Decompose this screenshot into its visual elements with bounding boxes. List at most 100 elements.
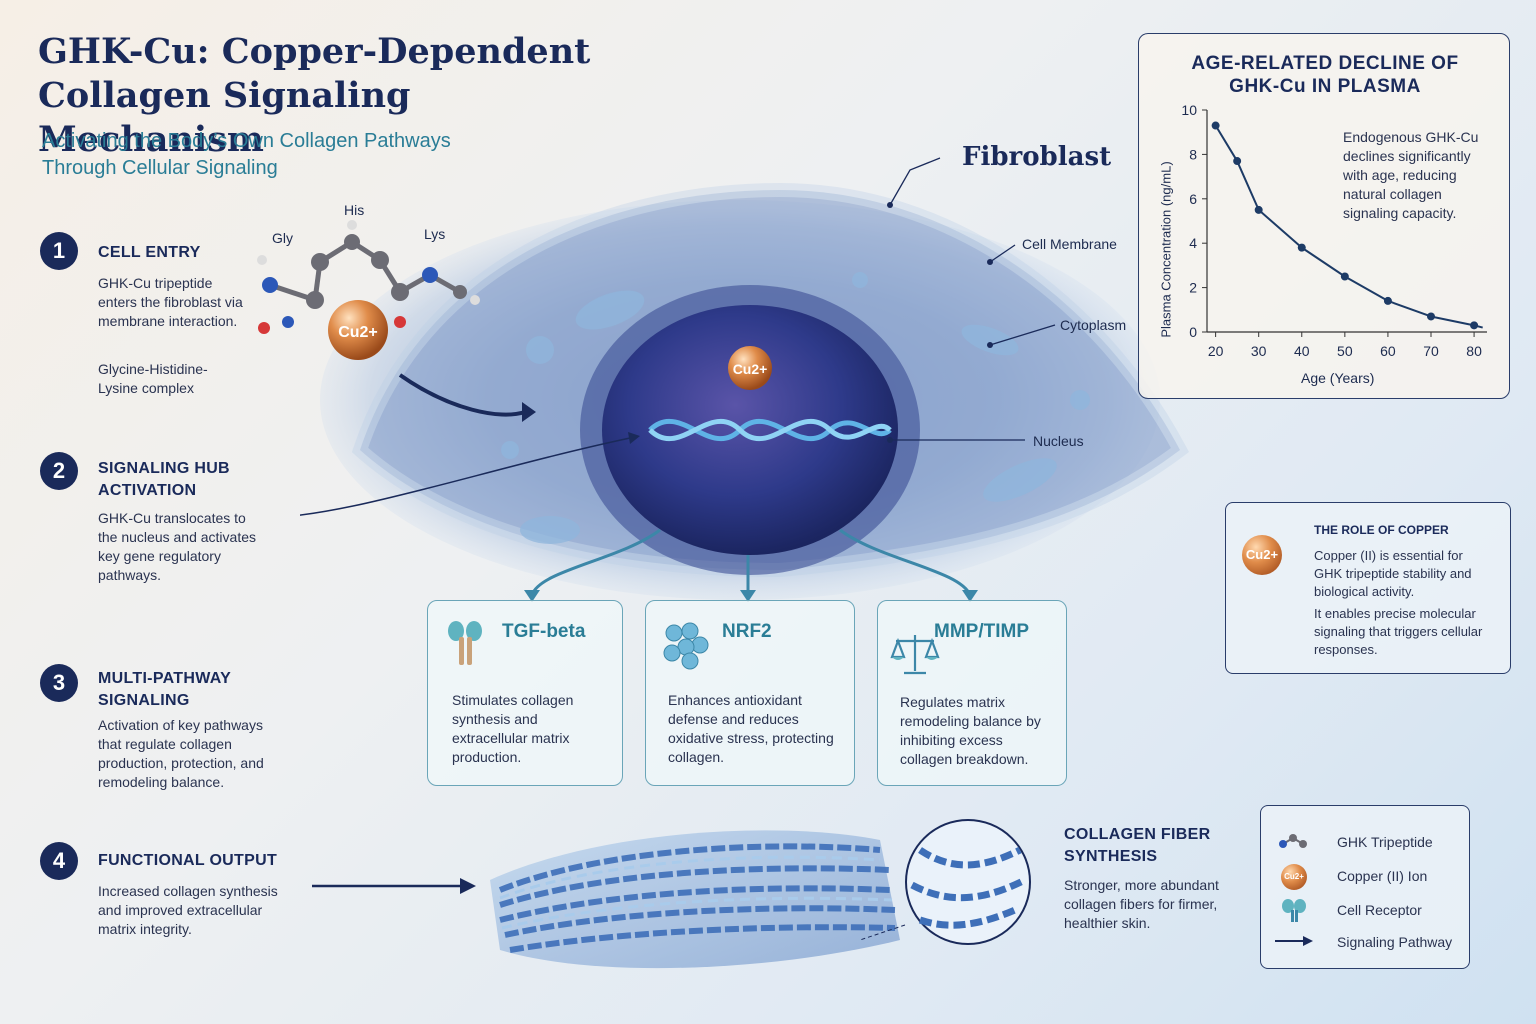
- his-label: His: [344, 202, 365, 218]
- vesicle: [1070, 390, 1090, 410]
- x-tick-label: 60: [1380, 343, 1396, 359]
- organelles: [501, 272, 1090, 544]
- legend-copper-ion: Copper (II) Ion: [1337, 868, 1428, 884]
- lys-label: Lys: [424, 226, 446, 242]
- mmp-timp-title: MMP/TIMP: [934, 621, 1029, 642]
- mitochondrion: [961, 324, 1019, 356]
- vesicle: [852, 272, 868, 288]
- x-tick-label: 70: [1423, 343, 1439, 359]
- receptor-icon: [1282, 899, 1306, 922]
- nucleus-label: Nucleus: [1033, 433, 1084, 449]
- step-2-badge: 2: [40, 452, 78, 490]
- ghk-cu-molecule: Cu2+: [257, 220, 480, 360]
- vesicle: [501, 441, 519, 459]
- legend-tripeptide: GHK Tripeptide: [1337, 834, 1433, 850]
- mitochondrion: [983, 458, 1057, 502]
- data-point: [1233, 157, 1242, 166]
- fibroblast-label: Fibroblast: [962, 142, 1112, 172]
- step2-pointer-arrow: [300, 437, 631, 516]
- x-tick-label: 50: [1337, 343, 1353, 359]
- legend-panel: GHK Tripeptide Cu2+ Copper (II) Ion Cell…: [1260, 805, 1470, 969]
- arrowheads: [524, 590, 978, 602]
- carbon-atom: [453, 285, 467, 299]
- nitrogen-atom: [262, 277, 278, 293]
- x-tick-label: 80: [1466, 343, 1482, 359]
- y-tick-label: 4: [1189, 235, 1197, 251]
- collagen-fiber-illustration: [490, 819, 1031, 969]
- mmp-timp-body: Regulates matrix remodeling balance by i…: [900, 694, 1041, 767]
- output-arrow: [312, 878, 476, 894]
- y-tick-label: 10: [1181, 102, 1197, 118]
- nitrogen-atom: [282, 316, 294, 328]
- molecule-ion-label: Cu2+: [338, 324, 378, 341]
- vesicle: [526, 336, 554, 364]
- legend-signaling-pathway: Signaling Pathway: [1337, 934, 1453, 950]
- receptor-icon: [448, 621, 482, 665]
- data-point: [1340, 272, 1349, 281]
- collagen-synthesis-body: Stronger, more abundant collagen fibers …: [1064, 877, 1219, 931]
- oxygen-atom: [394, 316, 406, 328]
- chart-annotation: Endogenous GHK-Cu declines significantly…: [1343, 129, 1479, 221]
- collagen-synthesis-title: COLLAGEN FIBER SYNTHESIS: [1064, 826, 1211, 865]
- cell-membrane-label: Cell Membrane: [1022, 236, 1117, 252]
- pathway-box-tgf-beta: TGF-beta Stimulates collagen synthesis a…: [427, 600, 623, 786]
- molecule-cluster-icon: [663, 622, 709, 670]
- copper-ion-icon: Cu2+: [1242, 535, 1282, 575]
- x-tick-label: 40: [1294, 343, 1310, 359]
- step-1-badge: 1: [40, 232, 78, 270]
- legend-cell-receptor: Cell Receptor: [1337, 902, 1422, 918]
- pathway-box-mmp-timp: MMP/TIMP Regulates matrix remodeling bal…: [877, 600, 1067, 786]
- step-3-body: Activation of key pathways that regulate…: [98, 717, 264, 790]
- hydrogen-atom: [347, 220, 357, 230]
- x-tick-label: 30: [1251, 343, 1267, 359]
- arrow-to-mmp: [839, 528, 972, 596]
- y-tick-label: 8: [1189, 146, 1197, 162]
- nucleus-ion-label: Cu2+: [733, 361, 768, 377]
- page-subtitle: Activating the Body’s Own Collagen Pathw…: [42, 130, 451, 179]
- data-point: [1470, 321, 1479, 330]
- dna-strand: [648, 418, 892, 442]
- nrf2-body: Enhances antioxidant defense and reduces…: [668, 692, 834, 765]
- gly-label: Gly: [272, 230, 293, 246]
- carbon-atom: [344, 234, 360, 250]
- collagen-strands: [498, 843, 896, 953]
- copper-ion-nucleus: [728, 346, 772, 390]
- copper-role-title: THE ROLE OF COPPER: [1314, 523, 1449, 537]
- mitochondrion: [520, 516, 580, 544]
- leader-lines: [889, 157, 1056, 441]
- fibroblast-illustration: Cu2+: [300, 157, 1190, 602]
- chart-title: AGE-RELATED DECLINE OF GHK-Cu IN PLASMA: [1191, 53, 1459, 97]
- nrf2-title: NRF2: [722, 621, 772, 642]
- magnified-strands: [910, 846, 1027, 929]
- step-4-badge: 4: [40, 842, 78, 880]
- dna-strand: [648, 418, 892, 442]
- step-1-extra: Glycine-Histidine-Lysine complex: [98, 361, 208, 396]
- step-2-body: GHK-Cu translocates to the nucleus and a…: [98, 510, 256, 583]
- y-tick-label: 2: [1189, 280, 1197, 296]
- data-point: [1211, 121, 1220, 130]
- tripeptide-icon: [1279, 834, 1307, 848]
- data-point: [1383, 296, 1392, 305]
- balance-scale-icon: [890, 635, 940, 675]
- copper-role-p2: It enables precise molecular signaling t…: [1314, 606, 1483, 657]
- decline-line: [1214, 125, 1483, 329]
- step-3-title: MULTI-PATHWAY SIGNALING: [98, 670, 231, 709]
- step-4-title: FUNCTIONAL OUTPUT: [98, 852, 278, 869]
- x-tick-label: 20: [1208, 343, 1224, 359]
- carbon-atom: [306, 291, 324, 309]
- step-1-title: CELL ENTRY: [98, 244, 201, 261]
- page-title: GHK-Cu: Copper-Dependent Collagen Signal…: [38, 31, 591, 160]
- age-decline-chart-panel: AGE-RELATED DECLINE OF GHK-Cu IN PLASMA …: [1138, 33, 1510, 399]
- carbon-atom: [391, 283, 409, 301]
- data-point: [1427, 312, 1435, 321]
- y-tick-label: 0: [1189, 324, 1197, 340]
- nucleus-body: [602, 305, 898, 555]
- carbon-atom: [311, 253, 329, 271]
- arrow-icon: [1275, 936, 1313, 946]
- hydrogen-atom: [257, 255, 267, 265]
- pathway-arrows: [530, 528, 972, 596]
- nitrogen-atom: [422, 267, 438, 283]
- step-4-body: Increased collagen synthesis and improve…: [98, 883, 278, 937]
- tgf-beta-body: Stimulates collagen synthesis and extrac…: [452, 692, 574, 765]
